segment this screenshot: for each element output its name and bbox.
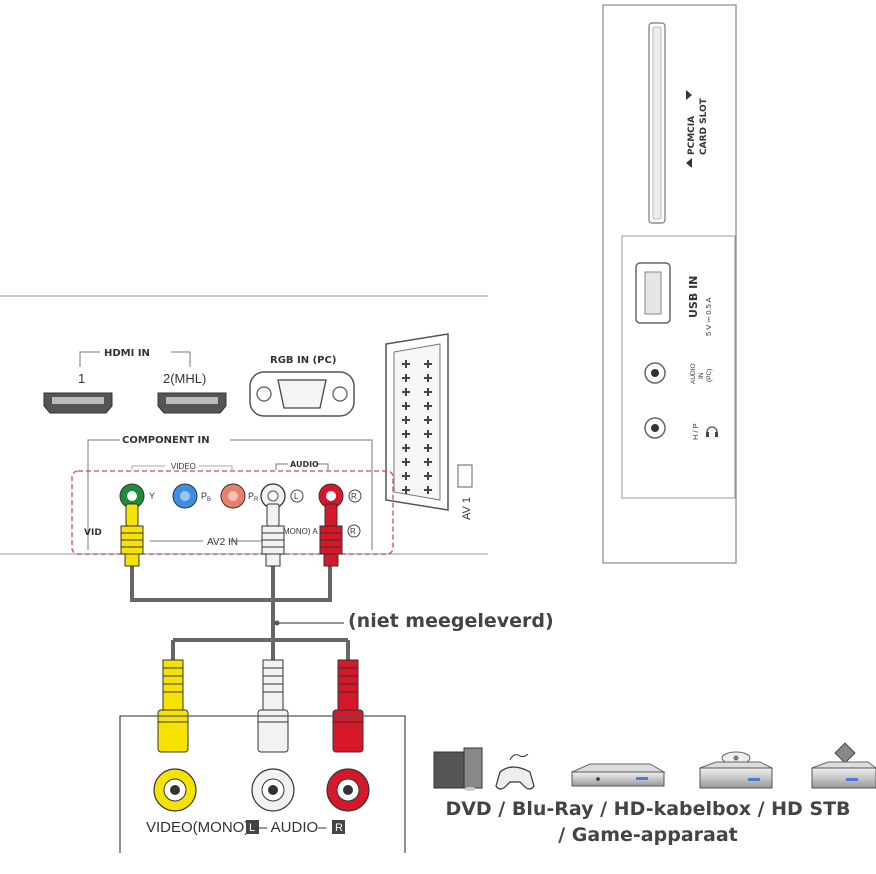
external-device-panel: VIDEO(MONO) L – AUDIO– R [119,715,406,853]
highlight-box [71,470,394,555]
scart-pin [402,402,410,410]
scart-pin [424,444,432,452]
video-out-jack[interactable] [153,768,197,812]
audio-in-label-3: (PC) [706,369,713,382]
scart-pin [424,388,432,396]
device-caption: DVD / Blu-Ray / HD-kabelbox / HD STB / G… [420,796,876,848]
white-plug-bottom [257,659,289,753]
caption-line-2: / Game-apparaat [558,824,738,846]
audio-l-jack[interactable] [260,483,286,509]
pr-jack[interactable] [220,483,246,509]
pr-label: P [248,491,254,501]
audio-label: – AUDIO– [259,819,327,836]
yellow-plug-top [120,503,144,567]
scart-pin [402,430,410,438]
tv-back-panel: HDMI IN 1 2(MHL) RGB IN (PC) AV 1 COMPON… [0,295,488,555]
scart-pin [424,486,432,494]
audio-in-label-1: AUDIO [690,363,697,384]
side-panel: PCMCIA CARD SLOT USB IN 5 V ⎓ 0.5 A AUDI… [602,4,737,564]
audio-in-label-2: IN [698,372,705,379]
scart-pin [402,374,410,382]
av2-in-label: AV2 IN [207,537,238,548]
pb-label: P [201,491,207,501]
usb-rating: 5 V ⎓ 0.5 A [704,297,713,336]
red-plug-top [319,503,343,567]
scart-pin [402,388,410,396]
red-plug-bottom [332,659,364,753]
arrow-right-icon [686,90,692,100]
scart-pin [424,374,432,382]
caption-line-1: DVD / Blu-Ray / HD-kabelbox / HD STB [445,798,851,820]
svg-text:R: R [350,527,356,536]
scart-pin [402,360,410,368]
r-box-label: R [335,822,343,834]
svg-text:R: R [254,497,259,503]
game-controller-icon [495,753,535,790]
arrow-left-icon [686,158,692,168]
scart-port[interactable] [385,333,449,511]
hdmi-in-label: HDMI IN [104,348,150,359]
svg-text:B: B [207,497,211,503]
audio-l-out-jack[interactable] [251,768,295,812]
scart-pin [424,472,432,480]
y-label: Y [149,491,155,501]
pc-tower-icon [433,747,483,791]
hp-label: H / P [691,423,700,440]
av1-arrows-icon [457,464,473,488]
scart-pin [402,486,410,494]
white-plug-top [261,503,285,567]
scart-pin [402,472,410,480]
settop-box-icon [811,742,876,789]
audio-l-label: L [294,492,299,501]
cable-not-included-label: (niet meegeleverd) [348,610,554,632]
bluray-player-icon [699,751,773,789]
l-box-label: L [249,822,255,834]
rgb-port[interactable] [249,371,355,417]
scart-pin [424,458,432,466]
scart-pin [424,430,432,438]
usb-label: USB IN [687,276,700,318]
scart-pin [424,402,432,410]
audio-r-label: R [351,492,357,501]
mono-label-partial: MONO) A [283,527,318,536]
scart-pin [424,416,432,424]
scart-pin [402,458,410,466]
pb-jack[interactable] [172,483,198,509]
scart-pin [402,416,410,424]
dvd-player-icon [571,763,666,787]
y-jack[interactable] [119,483,145,509]
hdmi-2-label: 2(MHL) [163,371,206,386]
audio-r-out-jack[interactable] [326,768,370,812]
rca-cable [130,565,350,660]
scart-pin [424,360,432,368]
yellow-plug-bottom [157,659,189,753]
component-in-label: COMPONENT IN [122,435,210,446]
audio-group-label: AUDIO [290,460,319,469]
av1-label: AV 1 [461,497,473,520]
video-label-partial: VID [84,528,102,538]
video-mono-label: VIDEO(MONO) [146,819,249,836]
audio-r-jack[interactable] [318,483,344,509]
video-group-label: VIDEO [171,462,196,471]
pcmcia-label-1: PCMCIA [687,116,697,155]
hdmi-1-label: 1 [78,371,85,386]
scart-pin [402,444,410,452]
rgb-in-label: RGB IN (PC) [270,355,336,366]
pcmcia-label-2: CARD SLOT [699,97,709,155]
